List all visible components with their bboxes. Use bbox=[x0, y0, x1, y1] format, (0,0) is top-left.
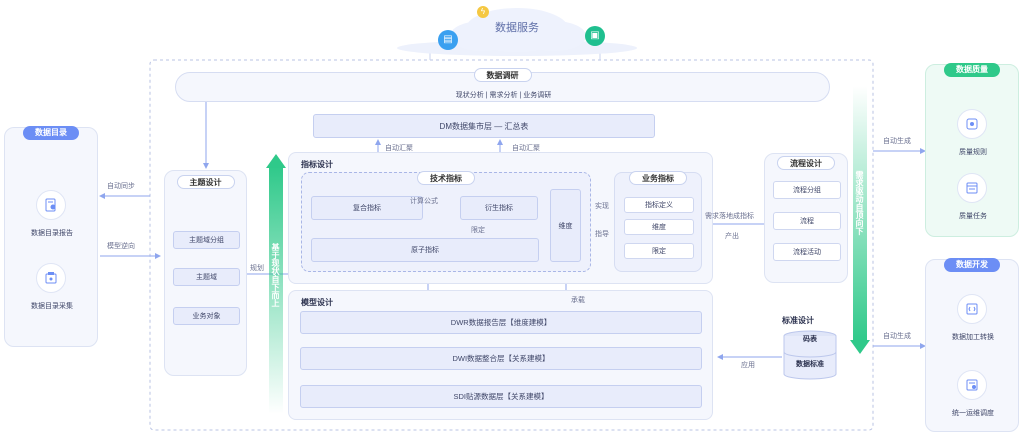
formula-label: 计算公式 bbox=[410, 198, 438, 205]
quality-auto-label: 自动生成 bbox=[883, 138, 911, 145]
tech-indicator-title: 技术指标 bbox=[417, 171, 475, 185]
quality-task-icon[interactable] bbox=[957, 173, 987, 203]
model-layer-dwr[interactable]: DWR数据报告层【维度建模】 bbox=[300, 311, 702, 334]
dev-auto-label: 自动生成 bbox=[883, 333, 911, 340]
research-bar: 数据调研 现状分析 | 需求分析 | 业务调研 bbox=[175, 68, 830, 102]
document-service-icon: ▤ bbox=[438, 30, 458, 50]
atomic-indicator[interactable]: 原子指标 bbox=[311, 238, 539, 262]
cloud-shape bbox=[397, 8, 637, 56]
demand-to-indicator-label: 需求落地成指标 bbox=[705, 213, 754, 220]
auto-gather-label-1: 自动汇聚 bbox=[385, 145, 413, 152]
cloud-service: 数据服务 ϟ ▤ ▣ bbox=[392, 0, 642, 58]
business-indicator-title: 业务指标 bbox=[629, 171, 687, 185]
data-standard-label: 数据标准 bbox=[796, 361, 824, 368]
limit-label: 限定 bbox=[471, 227, 485, 234]
dimension-indicator[interactable]: 维度 bbox=[550, 189, 581, 262]
quality-item-task: 质量任务 bbox=[959, 213, 987, 220]
dev-transform-icon[interactable] bbox=[957, 294, 987, 324]
process-item-flow[interactable]: 流程 bbox=[773, 212, 841, 230]
process-title: 流程设计 bbox=[777, 156, 835, 170]
subject-panel: 主题设计 主题域分组 主题域 业务对象 bbox=[164, 170, 247, 376]
catalog-item-report: 数据目录报告 bbox=[31, 230, 73, 237]
inherit-label: 承载 bbox=[571, 297, 585, 304]
dm-layer[interactable]: DM数据集市层 — 汇总表 bbox=[313, 114, 655, 138]
top-down-label: 需求驱动自顶向下 bbox=[855, 171, 864, 235]
auto-gather-label-2: 自动汇聚 bbox=[512, 145, 540, 152]
sync-label: 自动同步 bbox=[107, 183, 135, 190]
quality-panel: 数据质量 质量规则 质量任务 bbox=[925, 63, 1019, 237]
business-item-define[interactable]: 指标定义 bbox=[624, 197, 694, 213]
plan-label: 规划 bbox=[250, 265, 264, 272]
catalog-title: 数据目录 bbox=[23, 126, 79, 140]
dev-item-schedule: 统一运维调度 bbox=[952, 410, 994, 417]
process-panel: 流程设计 流程分组 流程 流程活动 bbox=[764, 153, 848, 283]
quality-item-rule: 质量规则 bbox=[959, 149, 987, 156]
guide-label: 指导 bbox=[595, 231, 609, 238]
bottom-up-label: 基于现状自下而上 bbox=[271, 243, 280, 307]
dev-item-transform: 数据加工转换 bbox=[952, 334, 994, 341]
quality-title: 数据质量 bbox=[944, 63, 1000, 77]
model-layer-sdi[interactable]: SDI贴源数据层【关系建模】 bbox=[300, 385, 702, 408]
composite-indicator[interactable]: 复合指标 bbox=[311, 196, 423, 220]
dev-title: 数据开发 bbox=[944, 258, 1000, 272]
catalog-item-collect: 数据目录采集 bbox=[31, 303, 73, 310]
screen-service-icon: ▣ bbox=[585, 26, 605, 46]
quality-rule-icon[interactable] bbox=[957, 109, 987, 139]
dev-schedule-icon[interactable] bbox=[957, 370, 987, 400]
reverse-label: 模型逆向 bbox=[107, 243, 135, 250]
subject-title: 主题设计 bbox=[176, 175, 235, 189]
derived-indicator[interactable]: 衍生指标 bbox=[460, 196, 538, 220]
model-title: 模型设计 bbox=[301, 298, 333, 307]
business-item-limit[interactable]: 限定 bbox=[624, 243, 694, 259]
catalog-collect-icon[interactable] bbox=[36, 263, 66, 293]
subject-item-object[interactable]: 业务对象 bbox=[173, 307, 240, 325]
business-item-dimension[interactable]: 维度 bbox=[624, 219, 694, 235]
lightning-icon: ϟ bbox=[477, 6, 489, 18]
subject-item-domain[interactable]: 主题域 bbox=[173, 268, 240, 286]
code-table-label: 码表 bbox=[803, 336, 817, 343]
apply-label: 应用 bbox=[741, 362, 755, 369]
indicator-title: 指标设计 bbox=[301, 160, 333, 169]
research-title: 数据调研 bbox=[473, 68, 532, 82]
dev-panel: 数据开发 数据加工转换 统一运维调度 bbox=[925, 258, 1019, 432]
business-indicator-panel: 业务指标 指标定义 维度 限定 bbox=[614, 171, 702, 272]
model-layer-dwi[interactable]: DWI数据整合层【关系建模】 bbox=[300, 347, 702, 370]
catalog-report-icon[interactable] bbox=[36, 190, 66, 220]
subject-item-group[interactable]: 主题域分组 bbox=[173, 231, 240, 249]
standard-title: 标准设计 bbox=[782, 316, 814, 325]
standard-database-icon[interactable]: 码表 数据标准 bbox=[782, 330, 838, 380]
output-label: 产出 bbox=[725, 233, 739, 240]
implement-label: 实现 bbox=[595, 203, 609, 210]
research-subtitle: 现状分析 | 需求分析 | 业务调研 bbox=[455, 92, 552, 99]
process-item-group[interactable]: 流程分组 bbox=[773, 181, 841, 199]
process-item-activity[interactable]: 流程活动 bbox=[773, 243, 841, 261]
cloud-title: 数据服务 bbox=[495, 22, 539, 34]
catalog-panel: 数据目录 数据目录报告 数据目录采集 bbox=[4, 126, 98, 347]
